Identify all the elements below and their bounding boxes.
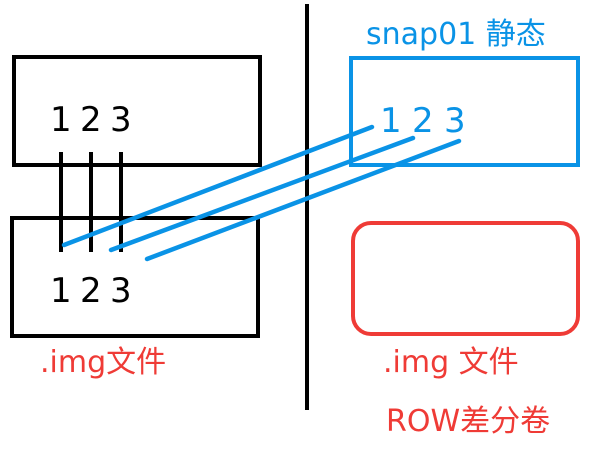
- bottom-box-number-3: 3: [110, 271, 132, 311]
- top-black-box: [12, 55, 262, 167]
- row-img-file-label: .img 文件: [383, 345, 519, 380]
- snapshot-number-3: 3: [444, 101, 466, 141]
- snapshot-box: [349, 56, 580, 167]
- bottom-black-box: [10, 216, 260, 338]
- blue-link-1: [61, 124, 375, 248]
- top-box-number-1: 1: [50, 100, 72, 140]
- top-box-number-2: 2: [80, 100, 102, 140]
- blue-link-3: [144, 138, 462, 262]
- snapshot-number-2: 2: [412, 101, 434, 141]
- snapshot-title: snap01 静态: [366, 17, 546, 52]
- blue-link-2: [108, 135, 416, 253]
- bottom-box-number-1: 1: [50, 271, 72, 311]
- snapshot-number-1: 1: [380, 101, 402, 141]
- row-box: [351, 221, 580, 336]
- row-diff-volume-label: ROW差分卷: [386, 404, 550, 439]
- bottom-box-number-2: 2: [80, 271, 102, 311]
- top-box-number-3: 3: [110, 100, 132, 140]
- img-file-label: .img文件: [40, 345, 166, 380]
